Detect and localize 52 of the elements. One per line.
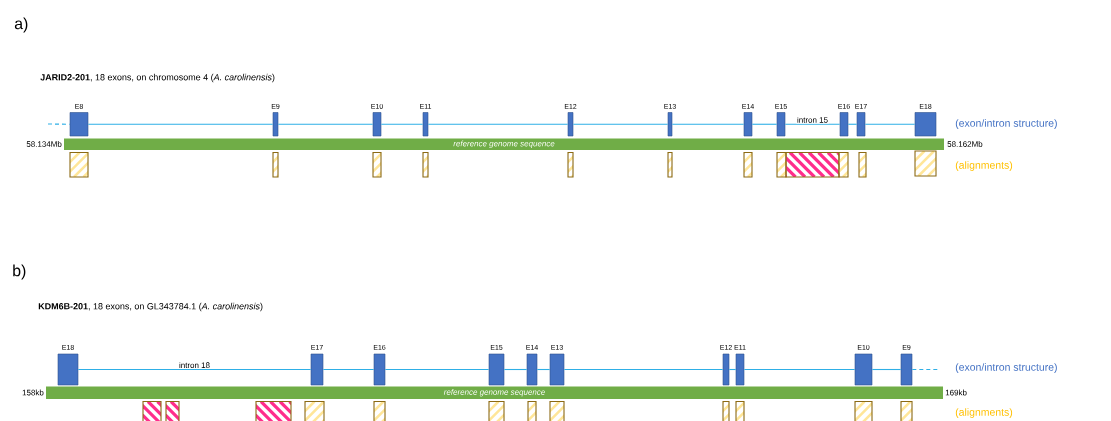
hatched-alignment-box	[373, 400, 386, 421]
hatched-alignment-box	[527, 400, 537, 421]
panel-label: a)	[14, 17, 28, 33]
hatched-alignment-box	[838, 151, 849, 178]
intron-line	[847, 123, 858, 125]
hatched-alignment-box	[372, 151, 382, 178]
intron-line	[77, 368, 312, 371]
hatched-alignment-box	[304, 400, 325, 421]
intron-line	[536, 368, 551, 371]
hatched-alignment-box	[735, 400, 745, 421]
hatched-alignment-box	[255, 400, 292, 421]
intron-line	[427, 123, 569, 125]
row-label: (exon/intron structure)	[955, 363, 1057, 373]
intron-line	[277, 123, 374, 125]
intron-line	[728, 368, 737, 371]
hatched-alignment-box	[567, 151, 574, 178]
row-label: (alignments)	[955, 161, 1013, 171]
intron-line	[563, 368, 724, 371]
intron-line	[384, 368, 490, 371]
hatched-alignment-box	[272, 151, 279, 178]
intron-line	[871, 368, 902, 371]
intron-line	[864, 123, 916, 125]
hatched-alignment-box	[667, 151, 673, 178]
hatched-alignment-box	[165, 400, 180, 421]
intron-line	[743, 368, 856, 371]
hatched-alignment-box	[488, 400, 505, 421]
hatched-alignment-box	[743, 151, 753, 178]
hatched-alignment-box	[785, 151, 840, 178]
hatched-alignment-box	[549, 400, 565, 421]
intron-line	[322, 368, 375, 371]
panel-label: b)	[13, 264, 26, 280]
hatched-alignment-box	[69, 151, 89, 178]
intron-line	[572, 123, 669, 125]
hatched-alignment-box	[142, 400, 162, 421]
hatched-alignment-box	[858, 151, 867, 178]
intron-line	[87, 123, 274, 125]
panel-heading: JARID2-201, 18 exons, on chromosome 4 (A. carolinensis)	[40, 73, 275, 83]
intron-line	[503, 368, 528, 371]
intron-line	[784, 123, 841, 125]
hatched-alignment-box	[900, 400, 913, 421]
dashed-line	[47, 123, 71, 125]
row-label: (alignments)	[955, 408, 1013, 418]
row-label: (exon/intron structure)	[955, 119, 1057, 129]
intron-line	[380, 123, 424, 125]
intron-line	[751, 123, 778, 125]
hatched-alignment-box	[914, 150, 937, 177]
intron-line	[671, 123, 745, 125]
hatched-alignment-box	[776, 151, 787, 178]
hatched-alignment-box	[422, 151, 429, 178]
panel-heading: KDM6B-201, 18 exons, on GL343784.1 (A. carolinensis)	[38, 302, 263, 312]
hatched-alignment-box	[854, 400, 873, 421]
hatched-alignment-box	[722, 400, 730, 421]
